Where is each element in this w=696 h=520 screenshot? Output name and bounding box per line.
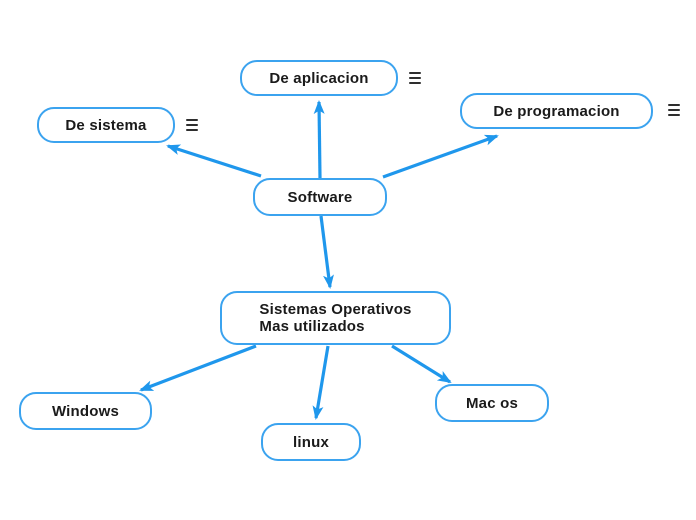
node-windows[interactable]: Windows — [19, 392, 152, 430]
node-software-label: Software — [287, 188, 353, 206]
node-sistemas-operativos[interactable]: Sistemas Operativos Mas utilizados — [220, 291, 451, 345]
node-de-programacion-label: De programacion — [493, 102, 620, 120]
node-software[interactable]: Software — [253, 178, 387, 216]
node-de-aplicacion[interactable]: De aplicacion — [240, 60, 398, 96]
connector-software-sistemas-operativos — [319, 215, 334, 289]
node-de-sistema-label: De sistema — [65, 116, 147, 134]
connector-software-de-sistema — [166, 144, 262, 178]
node-linux[interactable]: linux — [261, 423, 361, 461]
connector-sistemas-macos — [391, 344, 452, 384]
node-mac-os-label: Mac os — [465, 394, 519, 412]
node-mac-os[interactable]: Mac os — [435, 384, 549, 422]
hamburger-icon[interactable] — [409, 72, 422, 84]
connector-software-de-aplicacion — [313, 100, 325, 179]
node-sistemas-operativos-label: Sistemas Operativos Mas utilizados — [259, 301, 412, 335]
node-de-sistema[interactable]: De sistema — [37, 107, 175, 143]
node-linux-label: linux — [292, 433, 329, 451]
hamburger-icon[interactable] — [668, 104, 681, 116]
connector-sistemas-windows — [139, 344, 257, 392]
connector-sistemas-linux — [312, 345, 330, 420]
hamburger-icon[interactable] — [186, 119, 199, 131]
node-de-programacion[interactable]: De programacion — [460, 93, 653, 129]
node-de-aplicacion-label: De aplicacion — [269, 69, 369, 87]
connector-software-de-programacion — [382, 134, 499, 179]
node-windows-label: Windows — [51, 402, 120, 420]
